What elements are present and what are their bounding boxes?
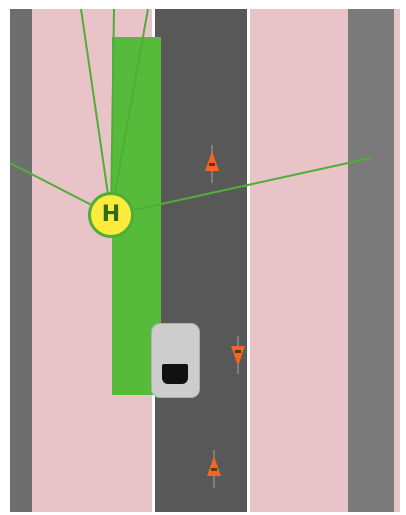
player-label: H xyxy=(91,195,131,235)
traffic-cone-icon xyxy=(205,450,223,488)
car-icon xyxy=(151,323,200,398)
player-ball-icon: H xyxy=(88,192,134,238)
car-windshield xyxy=(162,364,188,384)
left-road-edge xyxy=(10,9,32,512)
main-road xyxy=(155,9,247,512)
right-road-edge xyxy=(348,9,394,512)
far-right-sidewalk xyxy=(394,9,400,512)
traffic-cone-icon xyxy=(203,145,221,183)
right-sidewalk xyxy=(250,9,348,512)
traffic-cone-icon xyxy=(229,336,247,374)
